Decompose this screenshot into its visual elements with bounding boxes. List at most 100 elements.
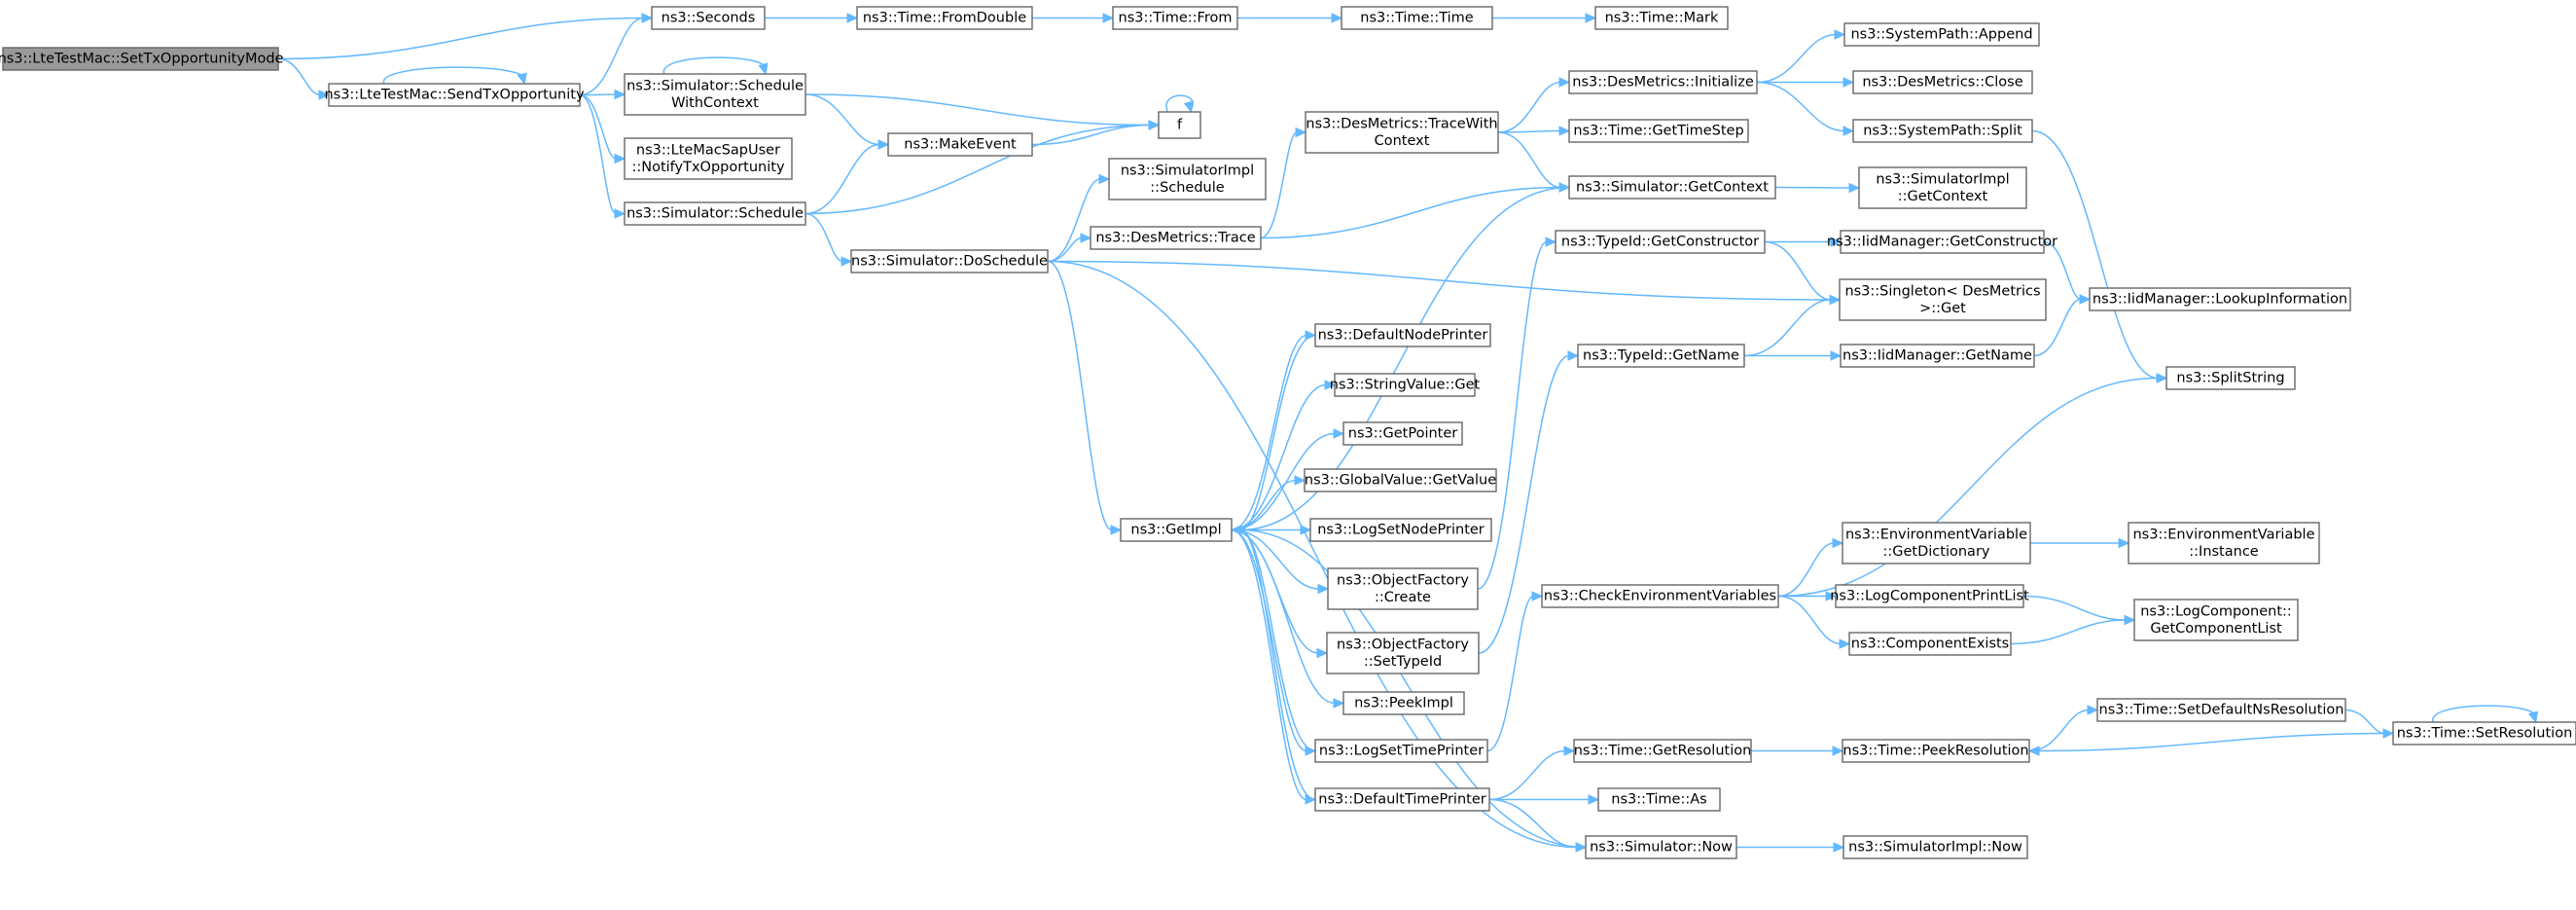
node-ltemac[interactable]: ns3::LteMacSapUser::NotifyTxOpportunity — [624, 137, 793, 180]
node-typeidgetname[interactable]: ns3::TypeId::GetName — [1577, 344, 1745, 368]
node-append[interactable]: ns3::SystemPath::Append — [1843, 22, 2040, 47]
node-mark[interactable]: ns3::Time::Mark — [1594, 6, 1729, 30]
node-getconstructor[interactable]: ns3::TypeId::GetConstructor — [1555, 230, 1766, 254]
node-simnow[interactable]: ns3::Simulator::Now — [1585, 835, 1737, 859]
node-sendtx[interactable]: ns3::LteTestMac::SendTxOpportunity — [324, 83, 585, 107]
edge-schedwc-to-makeevent-line — [805, 93, 880, 146]
node-lookup-label-0: ns3::IidManager::LookupInformation — [2093, 292, 2347, 308]
node-singleton[interactable]: ns3::Singleton< DesMetrics >::Get — [1839, 278, 2047, 321]
edge-doschedule-to-implschedule-arrowhead — [1098, 173, 1111, 185]
node-from[interactable]: ns3::Time::From — [1112, 6, 1238, 30]
node-root[interactable]: ns3::LteTestMac::SetTxOpportunityMode — [0, 47, 284, 71]
edge-checkenv-to-compexists — [1777, 595, 1851, 649]
node-timeas[interactable]: ns3::Time::As — [1597, 787, 1721, 812]
edge-ofsettypeid-to-typeidgetname-arrowhead — [1567, 350, 1580, 361]
node-iidgetname[interactable]: ns3::IidManager::GetName — [1840, 344, 2035, 368]
node-desclose[interactable]: ns3::DesMetrics::Close — [1852, 70, 2033, 94]
node-typeidgetname-label-0: ns3::TypeId::GetName — [1583, 348, 1739, 364]
node-logcompget[interactable]: ns3::LogComponent::GetComponentList — [2133, 599, 2299, 641]
node-getcontext[interactable]: ns3::Simulator::GetContext — [1568, 175, 1776, 200]
node-makeevent[interactable]: ns3::MakeEvent — [887, 132, 1033, 157]
edge-root-to-seconds — [277, 13, 654, 60]
node-time-box — [1341, 6, 1493, 30]
edge-sendtx-to-seconds — [579, 13, 654, 96]
node-getpointer[interactable]: ns3::GetPointer — [1342, 421, 1463, 446]
node-tracewc-label-1: Context — [1375, 133, 1430, 149]
node-envgetdict-label-0: ns3::EnvironmentVariable — [1845, 527, 2027, 542]
edge-fromdouble-to-from-arrowhead — [1102, 13, 1115, 23]
edge-peekresolution-to-setdefaultns-line — [2028, 709, 2090, 752]
node-envgetdict[interactable]: ns3::EnvironmentVariable::GetDictionary — [1842, 522, 2031, 564]
node-implgetcontext[interactable]: ns3::SimulatorImpl::GetContext — [1858, 166, 2027, 209]
node-getresolution[interactable]: ns3::Time::GetResolution — [1573, 739, 1752, 763]
node-peekimpl[interactable]: ns3::PeekImpl — [1342, 691, 1465, 715]
node-ofsettypeid-label-0: ns3::ObjectFactory — [1337, 637, 1469, 652]
edge-checkenv-to-envgetdict — [1777, 537, 1844, 598]
node-tracewc-label-0: ns3::DesMetrics::TraceWith — [1306, 116, 1497, 131]
node-getimpl[interactable]: ns3::GetImpl — [1120, 518, 1233, 542]
edge-getimpl-to-ofsettypeid-arrowhead — [1316, 647, 1329, 659]
node-seconds[interactable]: ns3::Seconds — [651, 6, 766, 30]
node-setresolution[interactable]: ns3::Time::SetResolution — [2392, 721, 2576, 746]
node-doschedule[interactable]: ns3::Simulator::DoSchedule — [850, 249, 1049, 273]
node-destrace[interactable]: ns3::DesMetrics::Trace — [1090, 226, 1262, 250]
edge-typeidgetname-to-singleton-arrowhead — [1829, 294, 1842, 306]
node-fromdouble[interactable]: ns3::Time::FromDouble — [856, 6, 1033, 30]
node-compexists[interactable]: ns3::ComponentExists — [1848, 632, 2012, 656]
node-envinstance-box — [2128, 522, 2320, 564]
edge-simnow-to-getimpl-arrowhead — [1230, 525, 1242, 535]
node-implnow[interactable]: ns3::SimulatorImpl::Now — [1843, 835, 2028, 859]
node-ltemac-label-1: ::NotifyTxOpportunity — [631, 160, 785, 175]
node-iidgetconstructor[interactable]: ns3::IidManager::GetConstructor — [1827, 230, 2057, 254]
edge-makeevent-to-f-line — [1031, 124, 1151, 146]
node-defaultnode[interactable]: ns3::DefaultNodePrinter — [1314, 323, 1491, 347]
node-ofcreate[interactable]: ns3::ObjectFactory::Create — [1327, 567, 1479, 610]
node-schedule[interactable]: ns3::Simulator::Schedule — [624, 201, 806, 226]
node-f[interactable]: f — [1158, 111, 1201, 139]
node-splitstring-label-0: ns3::SplitString — [2176, 371, 2284, 386]
edge-setresolution-to-peekresolution-arrowhead — [2027, 746, 2040, 756]
node-setdefaultns[interactable]: ns3::Time::SetDefaultNsResolution — [2096, 698, 2346, 722]
node-schedwc-label-1: WithContext — [671, 95, 759, 111]
edge-logsettime-to-getimpl — [1230, 525, 1316, 752]
node-schedule-box — [624, 201, 806, 226]
node-gettimestep[interactable]: ns3::Time::GetTimeStep — [1568, 119, 1749, 143]
node-globalvalue[interactable]: ns3::GlobalValue::GetValue — [1304, 468, 1497, 492]
node-stringvalue[interactable]: ns3::StringValue::Get — [1330, 373, 1481, 397]
edge-doschedule-to-implschedule-line — [1047, 178, 1101, 263]
edge-typeidgetname-to-singleton-line — [1743, 299, 1832, 357]
node-getpointer-label-0: ns3::GetPointer — [1348, 426, 1458, 442]
node-desinit[interactable]: ns3::DesMetrics::Initialize — [1568, 70, 1758, 94]
node-peekresolution[interactable]: ns3::Time::PeekResolution — [1842, 739, 2030, 763]
edge-desinit-to-desclose — [1757, 77, 1855, 88]
edge-schedule-to-doschedule-arrowhead — [841, 256, 853, 267]
edge-defaulttime-to-timeas-arrowhead — [1588, 794, 1600, 805]
node-envinstance-label-0: ns3::EnvironmentVariable — [2132, 527, 2314, 542]
node-envinstance[interactable]: ns3::EnvironmentVariable::Instance — [2128, 522, 2320, 564]
node-logcompprint[interactable]: ns3::LogComponentPrintList — [1830, 584, 2029, 608]
edge-f-to-f — [1165, 94, 1195, 114]
edge-iidgetname-to-lookup-line — [2033, 298, 2082, 357]
node-split[interactable]: ns3::SystemPath::Split — [1852, 119, 2033, 143]
edge-simnow-to-getimpl-line — [1239, 528, 1587, 849]
node-splitstring[interactable]: ns3::SplitString — [2165, 366, 2296, 390]
edge-logcompprint-to-logcompget-line — [2022, 595, 2127, 621]
node-time[interactable]: ns3::Time::Time — [1341, 6, 1493, 30]
node-logsetnode[interactable]: ns3::LogSetNodePrinter — [1309, 518, 1492, 542]
node-ofsettypeid[interactable]: ns3::ObjectFactory::SetTypeId — [1326, 632, 1480, 674]
node-implschedule[interactable]: ns3::SimulatorImpl::Schedule — [1108, 158, 1267, 200]
edge-ofcreate-to-getconstructor-line — [1477, 240, 1548, 590]
node-singleton-box — [1839, 278, 2047, 321]
edge-getimpl-to-peekimpl-arrowhead — [1333, 698, 1345, 709]
node-checkenv[interactable]: ns3::CheckEnvironmentVariables — [1541, 584, 1779, 608]
node-lookup[interactable]: ns3::IidManager::LookupInformation — [2089, 287, 2351, 311]
node-defaulttime[interactable]: ns3::DefaultTimePrinter — [1314, 787, 1490, 812]
node-implschedule-label-1: ::Schedule — [1150, 180, 1224, 196]
node-getcontext-box — [1568, 175, 1776, 200]
node-seconds-box — [651, 6, 766, 30]
edge-typeidgetname-to-iidgetname — [1743, 350, 1843, 361]
node-logsettime[interactable]: ns3::LogSetTimePrinter — [1314, 739, 1488, 763]
node-peekimpl-label-0: ns3::PeekImpl — [1354, 696, 1453, 711]
